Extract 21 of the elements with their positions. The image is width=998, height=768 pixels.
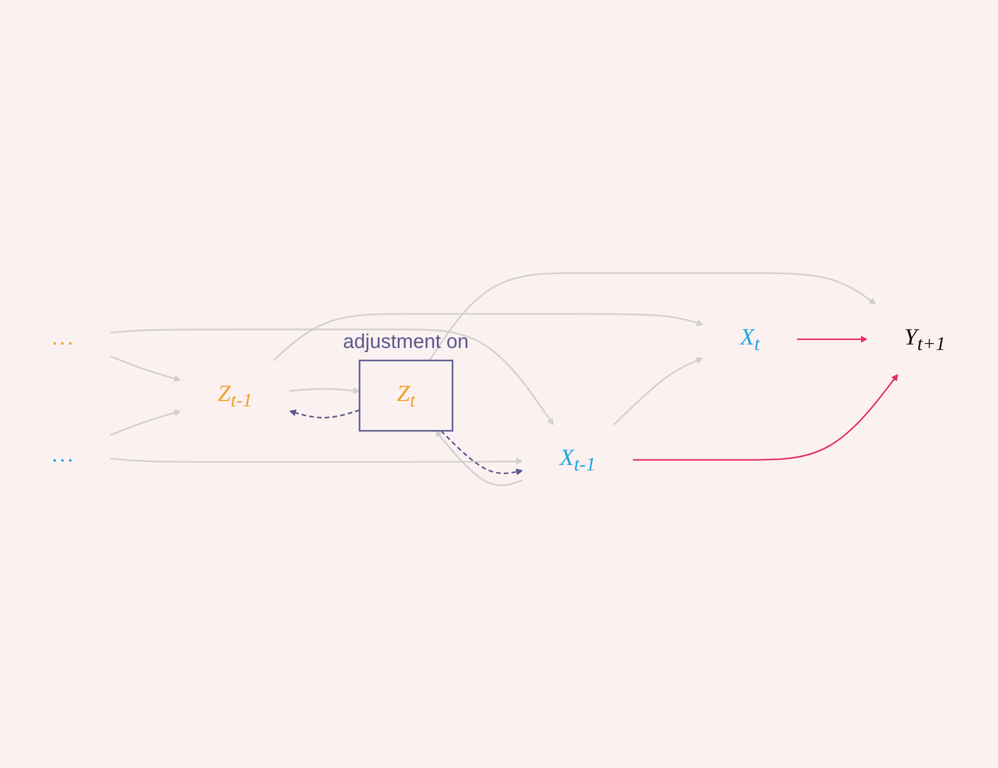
node-text: Y$_{t+1}$ — [904, 324, 946, 355]
node-box: Z$_{t}$ — [358, 360, 454, 432]
arrow — [440, 430, 523, 476]
arrow — [110, 458, 523, 465]
node-text: … — [52, 324, 74, 350]
node-text: X$_{t}$ — [740, 324, 760, 355]
arrow — [110, 410, 181, 436]
node-text: X$_{t-1}$ — [560, 444, 596, 476]
arrow — [613, 357, 704, 426]
node-text: Z$_{t-1}$ — [218, 380, 252, 411]
arrow — [428, 272, 876, 361]
node-text: … — [52, 441, 74, 467]
arrow — [632, 374, 898, 461]
arrow — [273, 313, 704, 362]
arrow — [289, 409, 360, 418]
arrow — [110, 328, 554, 425]
arrow — [435, 430, 523, 486]
arrow — [290, 387, 360, 394]
arrow — [797, 336, 868, 343]
arrow — [110, 356, 181, 382]
node-caption: adjustment on — [343, 331, 469, 354]
